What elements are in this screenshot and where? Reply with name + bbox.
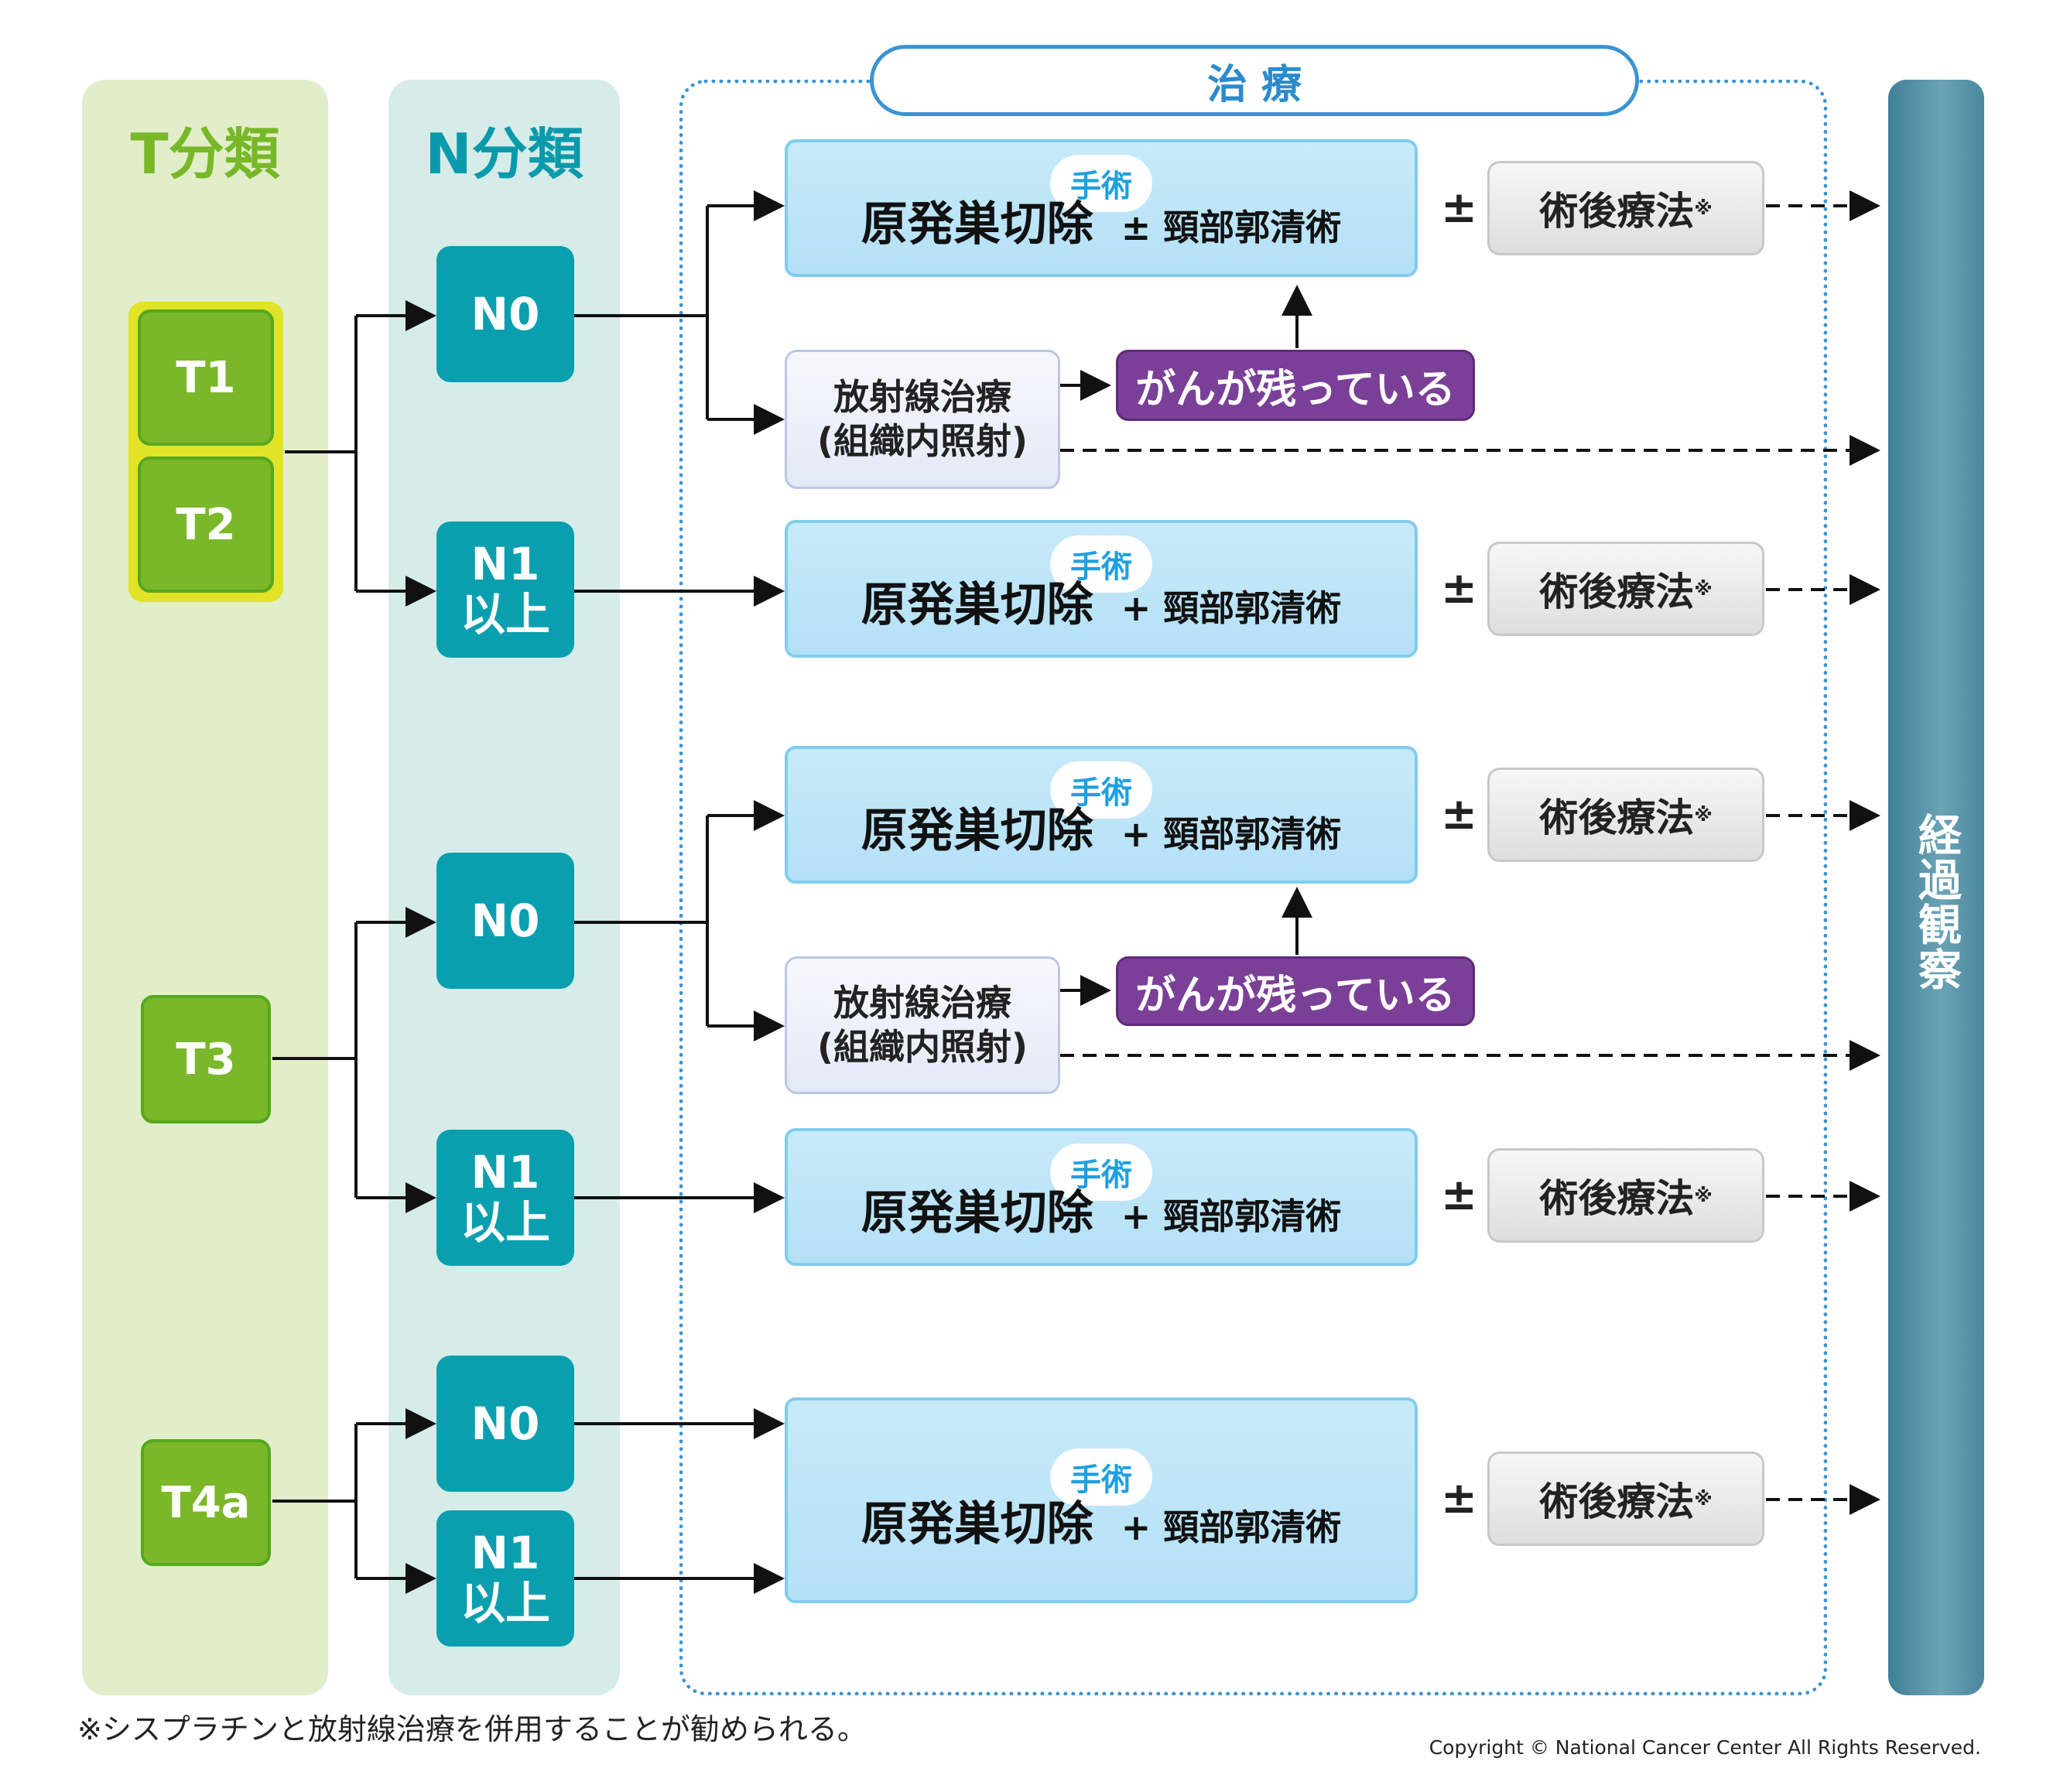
n-classification-header: N分類 [425,121,583,186]
surgery-tag: 手術 [1050,1448,1152,1506]
plus-minus-sign: ± [1441,563,1477,614]
residual-cancer-box: がんが残っている [1116,956,1475,1026]
neck-dissection: + 頸部郭清術 [1121,813,1342,855]
n-stage-n0: N0 [436,246,574,382]
surgery-text: 原発巣切除 + 頸部郭清術 [788,567,1415,634]
footnote-mark: ※ [1694,578,1713,600]
n-stage-label: N1 [471,538,540,591]
n-stage-n0: N0 [436,1356,574,1492]
t-stage-t3: T3 [141,995,271,1123]
radiation-sub-label: (組織内照射) [816,1026,1028,1068]
treatment-header-label: 治 療 [1206,61,1302,108]
primary-resection: 原発巣切除 [861,197,1093,251]
n-stage-label-sub: 以上 [460,1577,550,1630]
n-stage-label: N0 [471,1397,540,1450]
surgery-text: 原発巣切除 ± 頸部郭清術 [788,186,1415,254]
radiation-therapy-box: 放射線治療 (組織内照射) [785,350,1060,489]
n-stage-label: N1 [471,1146,540,1199]
n-stage-label-sub: 以上 [460,1196,550,1249]
surgery-box: 手術 原発巣切除 + 頸部郭清術 [785,1397,1418,1603]
plus-minus-sign: ± [1441,789,1477,840]
footnote: ※シスプラチンと放射線治療を併用することが勧められる。 [77,1712,867,1746]
surgery-text: 原発巣切除 + 頸部郭清術 [788,793,1415,860]
postop-therapy-box: 術後療法※ [1487,768,1764,862]
plus-minus-sign: ± [1441,183,1477,233]
n-stage-label: N1 [471,1527,540,1580]
postop-label: 術後療法 [1539,1479,1695,1524]
postop-therapy-box: 術後療法※ [1487,1452,1764,1546]
plus-minus-sign: ± [1441,1170,1477,1220]
surgery-tag: 手術 [1050,155,1152,212]
postop-therapy-box: 術後療法※ [1487,542,1764,636]
surgery-box: 手術 原発巣切除 + 頸部郭清術 [785,1128,1418,1266]
footnote-mark: ※ [1694,1185,1713,1206]
postop-label: 術後療法 [1539,189,1695,234]
surgery-text: 原発巣切除 + 頸部郭清術 [788,1175,1415,1243]
surgery-tag: 手術 [1050,535,1152,593]
residual-cancer-box: がんが残っている [1116,350,1475,421]
n-stage-n0: N0 [436,853,574,989]
surgery-text: 原発巣切除 + 頸部郭清術 [788,1486,1415,1554]
postop-label: 術後療法 [1539,1176,1695,1221]
followup-label: 経過観察 [1911,812,1962,992]
postop-label: 術後療法 [1539,569,1695,614]
plus-minus-sign: ± [1441,1473,1477,1524]
primary-resection: 原発巣切除 [861,804,1093,858]
surgery-tag: 手術 [1050,1144,1152,1201]
t-stage-t4a: T4a [141,1439,271,1566]
postop-label: 術後療法 [1539,795,1695,840]
neck-dissection: + 頸部郭清術 [1121,587,1342,629]
footnote-mark: ※ [1694,804,1713,826]
radiation-label: 放射線治療 [833,981,1011,1024]
primary-resection: 原発巣切除 [861,1186,1093,1240]
t-stage-t2: T2 [138,457,274,593]
surgery-box: 手術 原発巣切除 ± 頸部郭清術 [785,139,1418,277]
surgery-tag: 手術 [1050,761,1152,819]
radiation-label: 放射線治療 [833,375,1011,418]
copyright: Copyright © National Cancer Center All R… [1429,1736,1981,1759]
n-stage-label: N0 [471,287,540,340]
footnote-mark: ※ [1694,1488,1713,1510]
followup-bar [1888,80,1984,1695]
treatment-header: 治 療 [870,45,1639,116]
t-classification-header: T分類 [130,121,280,186]
t-stage-t1: T1 [138,309,274,446]
surgery-box: 手術 原発巣切除 + 頸部郭清術 [785,520,1418,658]
postop-therapy-box: 術後療法※ [1487,161,1764,255]
radiation-therapy-box: 放射線治療 (組織内照射) [785,956,1060,1094]
postop-therapy-box: 術後療法※ [1487,1148,1764,1243]
n-stage-label-sub: 以上 [460,588,550,641]
neck-dissection: ± 頸部郭清術 [1121,207,1342,248]
radiation-sub-label: (組織内照射) [816,420,1028,462]
footnote-mark: ※ [1694,197,1713,219]
primary-resection: 原発巣切除 [861,1497,1093,1551]
neck-dissection: + 頸部郭清術 [1121,1195,1342,1237]
surgery-box: 手術 原発巣切除 + 頸部郭清術 [785,746,1418,884]
n-stage-label: N0 [471,894,540,947]
neck-dissection: + 頸部郭清術 [1121,1506,1342,1548]
primary-resection: 原発巣切除 [861,578,1093,632]
